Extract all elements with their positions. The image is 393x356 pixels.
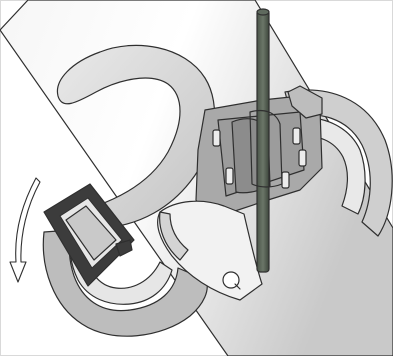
circled-q-icon [223,272,240,289]
front-strap-band [250,111,282,188]
curved-arrow-down-icon [10,178,40,282]
